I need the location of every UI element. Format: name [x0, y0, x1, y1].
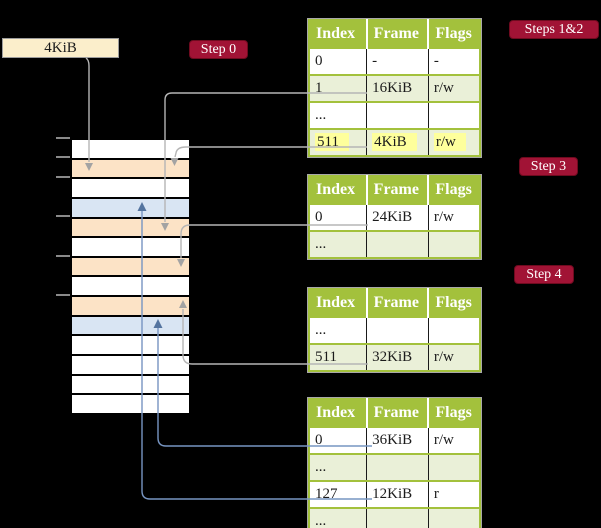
cell-flags	[428, 507, 480, 528]
memory-frame-24kib	[72, 257, 189, 278]
badge-steps-1-2-label: Steps 1&2	[524, 21, 584, 37]
cell-index: 0	[309, 203, 368, 231]
cell-frame: 24KiB	[366, 203, 429, 231]
cell-frame	[366, 453, 429, 481]
cell-frame: 12KiB	[366, 480, 429, 508]
table-row: ...	[309, 507, 480, 528]
memory-frame-4kib	[72, 159, 189, 180]
cell-index: ...	[309, 316, 368, 344]
column-header-flags: Flags	[428, 399, 480, 427]
cell-frame: 16KiB	[366, 74, 429, 102]
tick-mark	[56, 255, 70, 257]
column-header-index: Index	[309, 289, 368, 317]
root-table-pointer-box: 4KiB	[2, 38, 119, 58]
cell-frame: 4KiB	[366, 128, 429, 156]
memory-frame-48kib	[72, 375, 189, 396]
tick-mark	[56, 294, 70, 296]
column-header-flags: Flags	[428, 289, 480, 317]
root-table-pointer-label: 4KiB	[44, 39, 77, 56]
table-row: ...	[309, 101, 480, 129]
cell-index: 511	[309, 128, 368, 156]
cell-flags: r/w	[428, 128, 480, 156]
memory-frame-16kib	[72, 218, 189, 239]
cell-flags	[428, 453, 480, 481]
table-row: 511 4KiB r/w	[309, 128, 480, 156]
cell-flags	[428, 230, 480, 258]
badge-step-4: Step 4	[514, 265, 574, 284]
column-header-index: Index	[309, 399, 368, 427]
cell-frame: -	[366, 47, 429, 75]
cell-flags: r/w	[428, 74, 480, 102]
cell-frame: 32KiB	[366, 343, 429, 371]
badge-step-3: Step 3	[519, 157, 578, 176]
tick-mark	[56, 137, 70, 139]
column-header-frame: Frame	[366, 399, 430, 427]
badge-step-0: Step 0	[189, 40, 248, 59]
cell-flags	[428, 101, 480, 129]
cell-index: ...	[309, 453, 368, 481]
cell-index: 127	[309, 480, 368, 508]
cell-index: ...	[309, 507, 368, 528]
memory-frame-20kib	[72, 238, 189, 258]
cell-flags	[428, 316, 480, 344]
highlighted-value: r/w	[433, 133, 466, 151]
tick-mark	[56, 215, 70, 217]
memory-frame-0kib	[72, 140, 189, 160]
cell-flags: -	[428, 47, 480, 75]
badge-step-4-label: Step 4	[526, 266, 562, 282]
memory-frame-32kib	[72, 297, 189, 317]
tick-mark	[56, 156, 70, 158]
table-row: 0--	[309, 47, 480, 75]
cell-frame: 36KiB	[366, 426, 429, 454]
column-header-flags: Flags	[428, 20, 480, 48]
cell-frame	[366, 230, 429, 258]
cell-frame	[366, 507, 429, 528]
column-header-index: Index	[309, 20, 368, 48]
table-row: ...	[309, 230, 480, 258]
memory-frame-44kib	[72, 356, 189, 376]
badge-step-3-label: Step 3	[530, 158, 567, 174]
memory-frame-8kib	[72, 179, 189, 199]
cell-index: 0	[309, 47, 368, 75]
cell-index: 1	[309, 74, 368, 102]
cell-index: 0	[309, 426, 368, 454]
memory-frame-52kib	[72, 395, 189, 413]
cell-index: ...	[309, 230, 368, 258]
table-row: ...	[309, 316, 480, 344]
column-header-frame: Frame	[366, 176, 430, 204]
memory-frame-12kib	[72, 198, 189, 219]
column-header-frame: Frame	[366, 20, 430, 48]
cell-index: ...	[309, 101, 368, 129]
memory-frame-36kib	[72, 316, 189, 337]
cell-index: 511	[309, 343, 368, 371]
cell-frame	[366, 316, 429, 344]
badge-steps-1-2: Steps 1&2	[509, 20, 599, 39]
tick-mark	[56, 176, 70, 178]
column-header-index: Index	[309, 176, 368, 204]
cell-flags: r	[428, 480, 480, 508]
physical-memory-column	[70, 138, 191, 415]
highlighted-value: 511	[315, 133, 349, 151]
highlighted-value: 4KiB	[372, 133, 417, 151]
cell-frame	[366, 101, 429, 129]
cell-flags: r/w	[428, 343, 480, 371]
table-row: ...	[309, 453, 480, 481]
badge-step-0-label: Step 0	[200, 41, 237, 57]
cell-flags: r/w	[428, 426, 480, 454]
column-header-flags: Flags	[428, 176, 480, 204]
memory-frame-28kib	[72, 277, 189, 298]
memory-frame-40kib	[72, 336, 189, 357]
column-header-frame: Frame	[366, 289, 430, 317]
cell-flags: r/w	[428, 203, 480, 231]
